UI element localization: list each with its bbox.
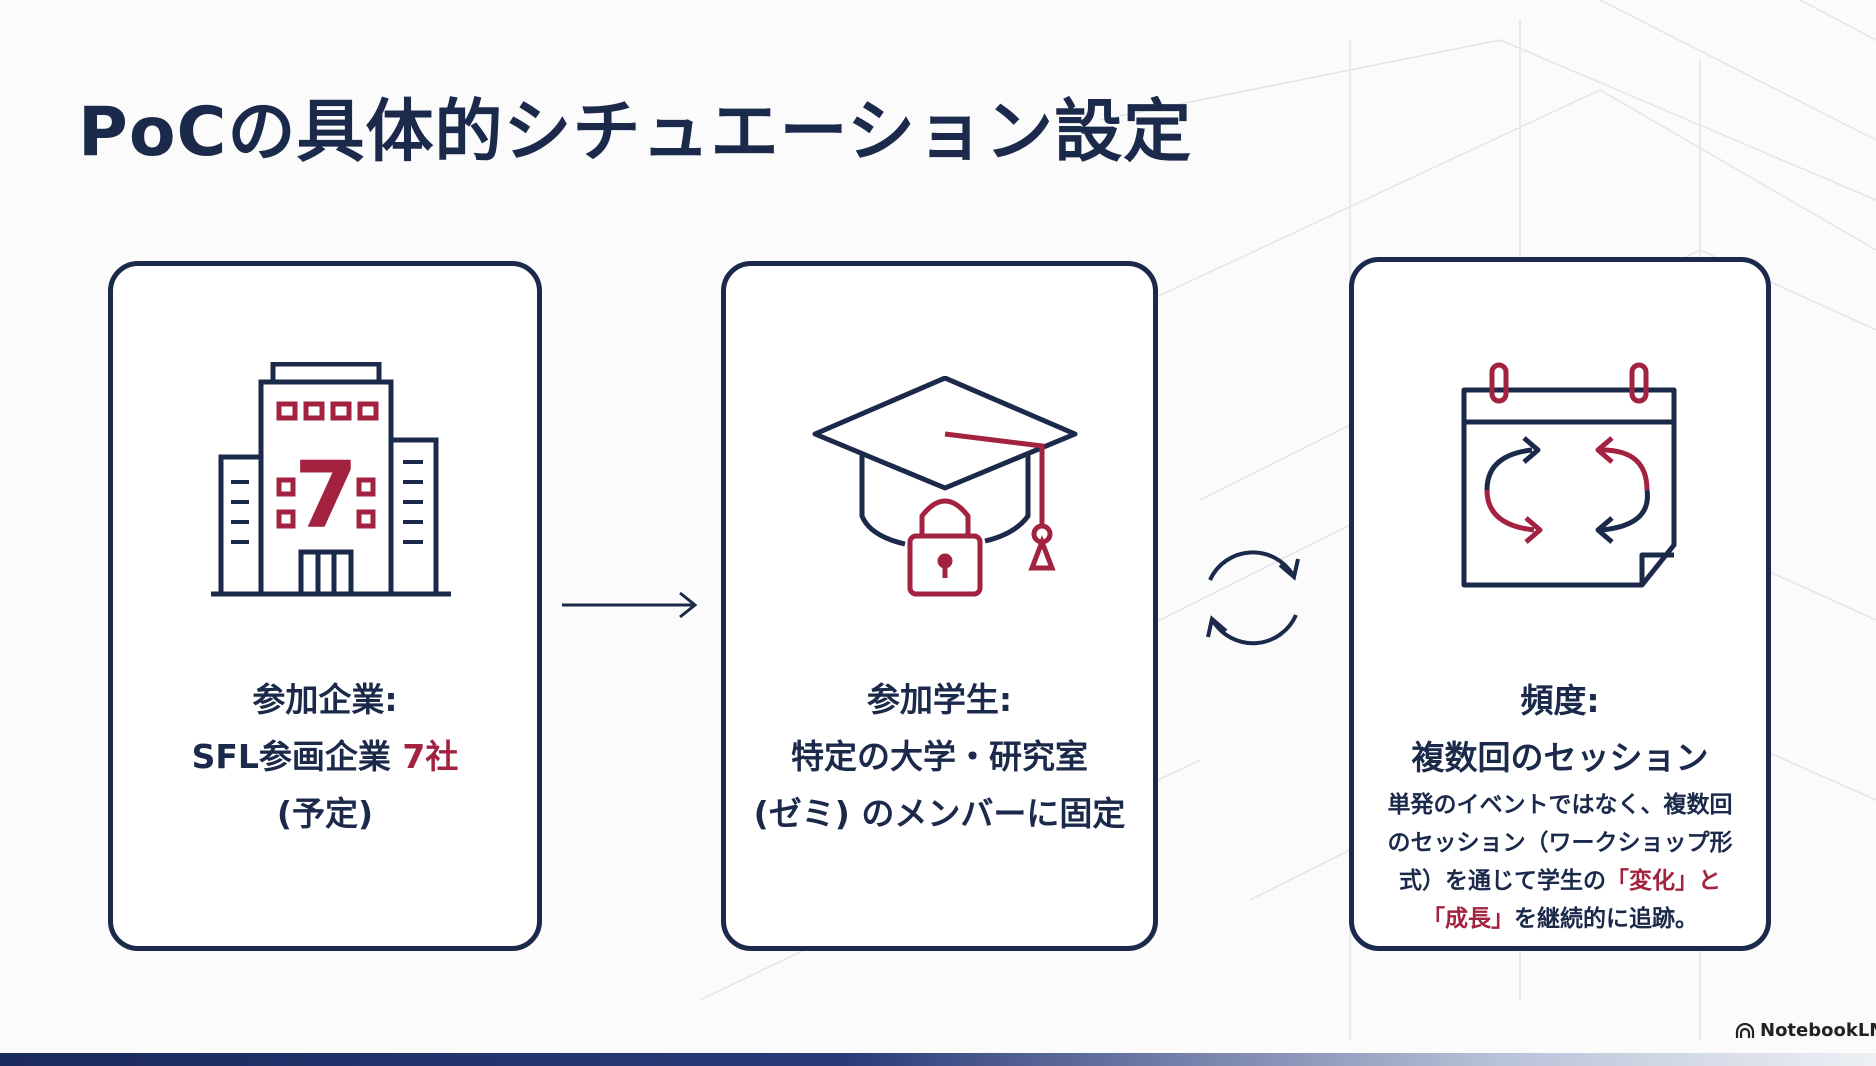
card3-desc-line2: のセッション（ワークショップ形 — [1387, 830, 1733, 856]
card3-desc-line3: 式）を通じて学生の「変化」と — [1354, 862, 1766, 900]
notebooklm-brand: NotebookLM — [1735, 1020, 1876, 1041]
card-frequency: 頻度: 複数回のセッション 単発のイベントではなく、複数回 のセッション（ワーク… — [1349, 257, 1771, 951]
card3-heading: 頻度: — [1520, 681, 1600, 720]
card3-highlight-growth: 「成長」 — [1422, 906, 1514, 932]
card3-desc-line4: 「成長」を継続的に追跡。 — [1354, 900, 1766, 938]
card2-line2: 特定の大学・研究室 — [791, 737, 1088, 776]
card2-line3: (ゼミ) のメンバーに固定 — [753, 794, 1126, 833]
card1-heading: 参加企業: — [252, 680, 398, 719]
brand-name: NotebookLM — [1760, 1020, 1876, 1041]
card2-heading: 参加学生: — [866, 680, 1013, 719]
card1-note: (予定) — [276, 794, 374, 833]
card3-highlight-change: 「変化」と — [1606, 868, 1721, 894]
cycle-icon — [1206, 550, 1300, 646]
card1-companies: SFL参画企業 7社 — [113, 728, 537, 785]
page-title: PoCの具体的シチュエーション設定 — [78, 93, 1193, 172]
card-participating-students: 参加学生: 特定の大学・研究室 (ゼミ) のメンバーに固定 — [721, 261, 1158, 951]
building-icon: 7 — [211, 362, 451, 597]
card1-companies-label: SFL参画企業 — [191, 737, 403, 776]
arrow-right-icon — [562, 591, 698, 619]
notebooklm-logo-icon — [1735, 1022, 1755, 1038]
card-participating-companies: 7 参加企業: SFL参画企業 7社 (予定) — [108, 261, 542, 951]
building-number: 7 — [294, 442, 358, 549]
card3-desc-line1: 単発のイベントではなく、複数回 — [1387, 792, 1733, 818]
graduation-cap-lock-icon — [812, 376, 1078, 597]
card3-line2: 複数回のセッション — [1411, 738, 1709, 777]
calendar-cycle-icon — [1461, 362, 1677, 588]
card3-desc-line3-text: 式）を通じて学生の — [1399, 868, 1606, 894]
bottom-accent-bar — [0, 1053, 1876, 1066]
card1-company-count: 7社 — [402, 737, 459, 776]
card3-desc-line4-text: を継続的に追跡。 — [1514, 906, 1698, 932]
